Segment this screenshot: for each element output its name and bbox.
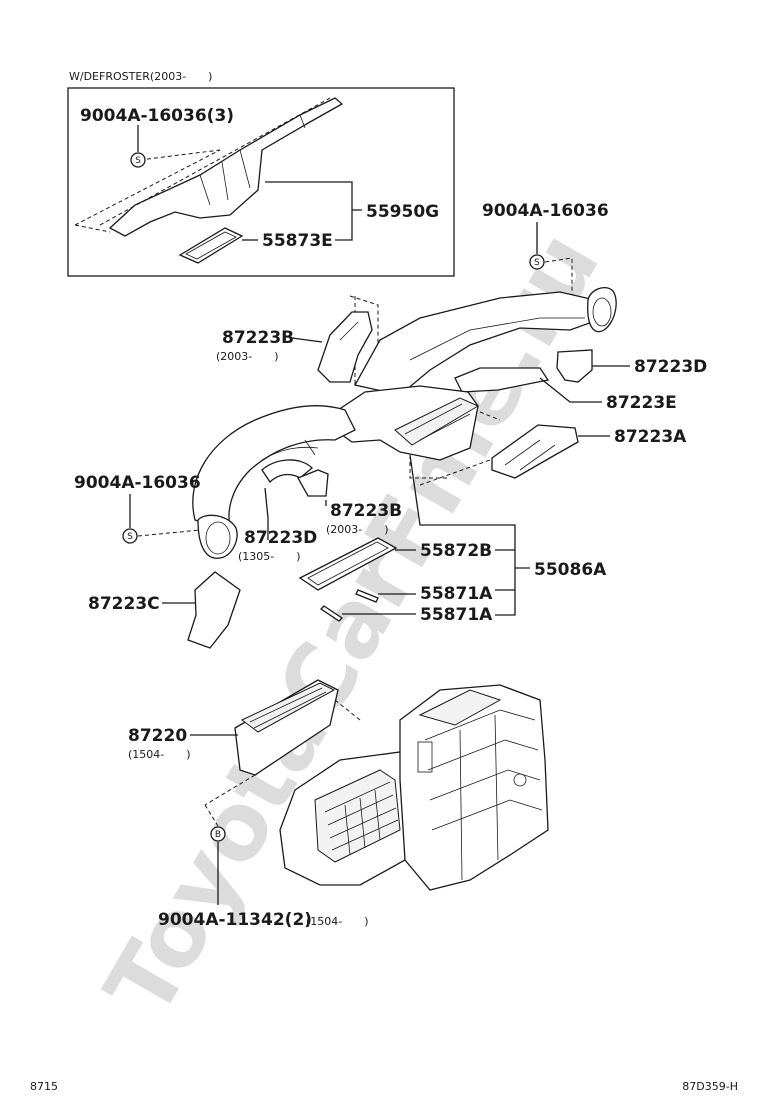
- part-label-screw-bottom[interactable]: 9004A-11342(2): [158, 910, 312, 930]
- part-sub-duct-b: (2003- ): [216, 350, 279, 363]
- part-label-screw-top[interactable]: 9004A-16036(3): [80, 106, 234, 126]
- heater-unit-drawing: [279, 684, 549, 891]
- dash-screw-left: [137, 529, 201, 537]
- screw-symbol-bottom: [210, 826, 226, 842]
- part-sub-screw-bottom: (1504- ): [306, 915, 369, 928]
- leader-defroster-assy: [265, 181, 362, 241]
- seal-a2-drawing: [319, 605, 344, 622]
- screw-symbol-top-letter: S: [135, 156, 141, 166]
- seal-a1-drawing: [355, 589, 379, 603]
- part-label-screw-left[interactable]: 9004A-16036: [74, 473, 201, 493]
- part-label-duct-c[interactable]: 87223C: [88, 594, 160, 614]
- part-label-duct-a[interactable]: 87223A: [614, 427, 687, 447]
- part-label-duct-b[interactable]: 87223B: [222, 328, 294, 348]
- screw-symbol-left: [122, 528, 138, 544]
- center-duct-drawing: [334, 385, 501, 479]
- left-duct-drawing: [192, 405, 356, 559]
- screw-symbol-top: [130, 152, 146, 168]
- screw-symbol-right: [529, 254, 545, 270]
- seal-b-drawing: [298, 537, 398, 591]
- part-label-seal-a2[interactable]: 55871A: [420, 605, 493, 625]
- part-label-defroster-assy[interactable]: 55950G: [366, 202, 439, 222]
- filter-drawing: [204, 679, 361, 806]
- part-label-duct-e[interactable]: 87223E: [606, 393, 677, 413]
- duct-b-upper-drawing: [317, 311, 373, 383]
- screw-symbol-bottom-letter: B: [215, 830, 221, 840]
- part-label-filter[interactable]: 87220: [128, 726, 187, 746]
- screw-symbol-left-letter: S: [127, 532, 133, 542]
- part-label-duct-d-right[interactable]: 87223D: [634, 357, 707, 377]
- part-label-defroster-seal[interactable]: 55873E: [262, 231, 333, 251]
- defroster-seal-drawing: [178, 227, 244, 264]
- part-label-duct-d-left[interactable]: 87223D: [244, 528, 317, 548]
- part-label-duct-assy[interactable]: 55086A: [534, 560, 607, 580]
- duct-d-right-drawing: [556, 349, 593, 383]
- leader-duct-d-left: [264, 487, 269, 540]
- part-label-duct-b2[interactable]: 87223B: [330, 501, 402, 521]
- duct-a-drawing: [419, 424, 579, 486]
- leader-duct-e: [539, 377, 602, 403]
- inset-header: W/DEFROSTER(2003- ): [69, 70, 212, 83]
- footer-diagram-code: 87D359-H: [682, 1080, 738, 1093]
- leader-duct-b: [291, 337, 323, 343]
- part-label-seal-b[interactable]: 55872B: [420, 541, 492, 561]
- part-sub-filter: (1504- ): [128, 748, 191, 761]
- part-sub-duct-b2: (2003- ): [326, 523, 389, 536]
- upper-duct-drawing: [349, 286, 617, 396]
- duct-b-lower-drawing: [297, 469, 329, 497]
- part-label-screw-right[interactable]: 9004A-16036: [482, 201, 609, 221]
- footer-page-code: 8715: [30, 1080, 58, 1093]
- defroster-nozzle-drawing: [74, 97, 344, 237]
- leader-duct-assy: [409, 454, 530, 616]
- inset-frame: [67, 87, 455, 277]
- part-label-seal-a1[interactable]: 55871A: [420, 584, 493, 604]
- part-sub-duct-d-left: (1305- ): [238, 550, 301, 563]
- duct-c-drawing: [187, 571, 241, 649]
- screw-symbol-right-letter: S: [534, 258, 540, 268]
